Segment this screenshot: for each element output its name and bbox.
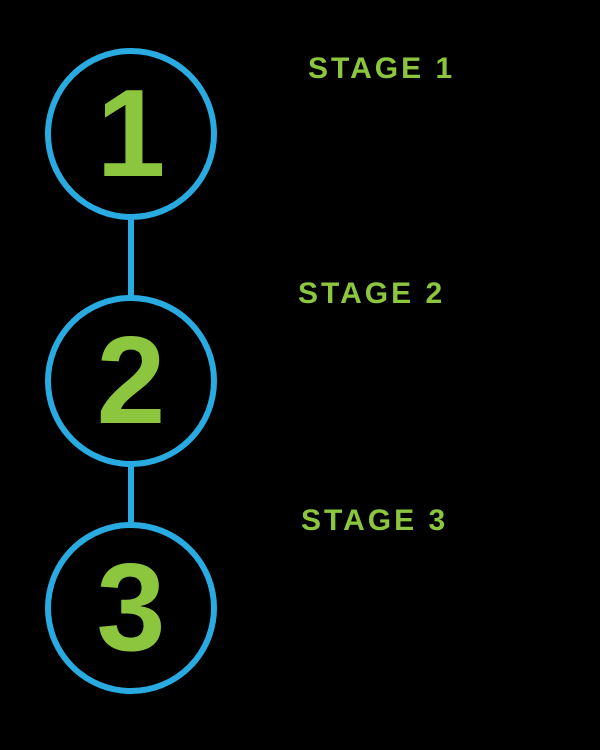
connector-stage-2-to-3 [128,466,134,523]
stage-number-3: 3 [96,539,166,677]
stage-circle-2[interactable]: 2 [45,295,217,467]
stage-label-2: STAGE 2 [298,277,446,310]
stage-circle-3[interactable]: 3 [45,522,217,694]
stage-label-1: STAGE 1 [308,52,456,85]
connector-stage-1-to-2 [128,219,134,296]
stage-label-3: STAGE 3 [301,504,449,537]
stage-number-1: 1 [96,65,166,203]
stage-number-2: 2 [96,312,166,450]
stage-circle-1[interactable]: 1 [45,48,217,220]
